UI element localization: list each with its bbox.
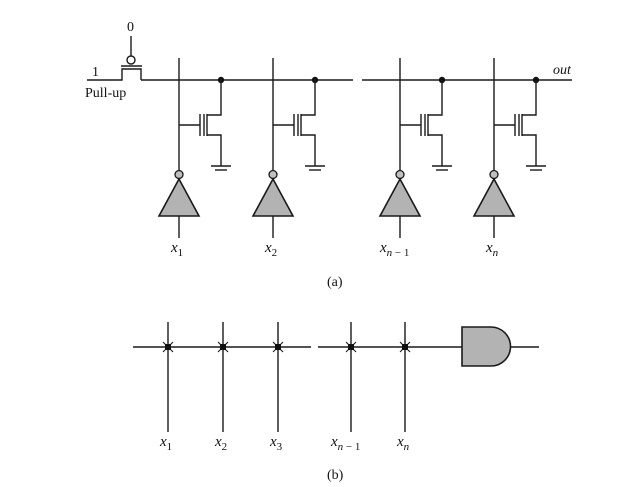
inverter-triangle (378, 177, 422, 217)
drain-wire (522, 80, 537, 116)
input-column: xn − 1 (330, 322, 360, 453)
input-label: x1 (170, 240, 183, 259)
input-column: x1 (159, 322, 174, 453)
source-wire (301, 134, 316, 166)
inverter-bubble (268, 169, 278, 180)
output-label: out (553, 63, 572, 78)
input-label: xn − 1 (330, 434, 360, 453)
pulldown-cell: xn (472, 58, 546, 259)
inverter-triangle (251, 177, 295, 217)
connection-x-icon (162, 341, 174, 353)
inverter-triangle (472, 177, 516, 217)
input-label: xn (396, 434, 410, 453)
source-wire (522, 134, 537, 166)
pullup-input-value: 1 (92, 65, 99, 80)
inverter-bubble (489, 169, 499, 180)
input-label: x2 (214, 434, 227, 453)
input-column: xn (396, 322, 411, 453)
connection-x-icon (345, 341, 357, 353)
and-gate (461, 326, 512, 367)
inverter-bubble (395, 169, 405, 180)
connection-x-icon (399, 341, 411, 353)
source-wire (207, 134, 222, 166)
pulldown-cell: xn − 1 (378, 58, 452, 259)
caption-b: (b) (327, 468, 344, 483)
drain-wire (301, 80, 316, 116)
pullup-transistor: 0 1 Pull-up (85, 20, 142, 101)
pullup-label: Pull-up (85, 86, 126, 101)
connection-x-icon (272, 341, 284, 353)
input-column: x2 (214, 322, 229, 453)
inverter-triangle (157, 177, 201, 217)
input-column: x3 (269, 322, 284, 453)
input-label: xn (485, 240, 499, 259)
figure-b: x1 x2 x3 xn − 1 xn (b) (133, 322, 539, 483)
figure-a: 0 1 Pull-up out x1 x2 xn − 1 xn (a) (85, 20, 572, 290)
input-label: xn − 1 (379, 240, 409, 259)
drain-wire (207, 80, 222, 116)
connection-x-icon (217, 341, 229, 353)
caption-a: (a) (327, 275, 343, 290)
pulldown-cell: x1 (157, 58, 231, 259)
pullup-gate-value: 0 (127, 20, 134, 35)
inverter-bubble (174, 169, 184, 180)
input-label: x2 (264, 240, 277, 259)
pullup-channel (87, 68, 142, 81)
input-label: x1 (159, 434, 172, 453)
pulldown-cell: x2 (251, 58, 325, 259)
drain-wire (428, 80, 443, 116)
source-wire (428, 134, 443, 166)
input-label: x3 (269, 434, 283, 453)
pullup-bubble (126, 55, 136, 65)
